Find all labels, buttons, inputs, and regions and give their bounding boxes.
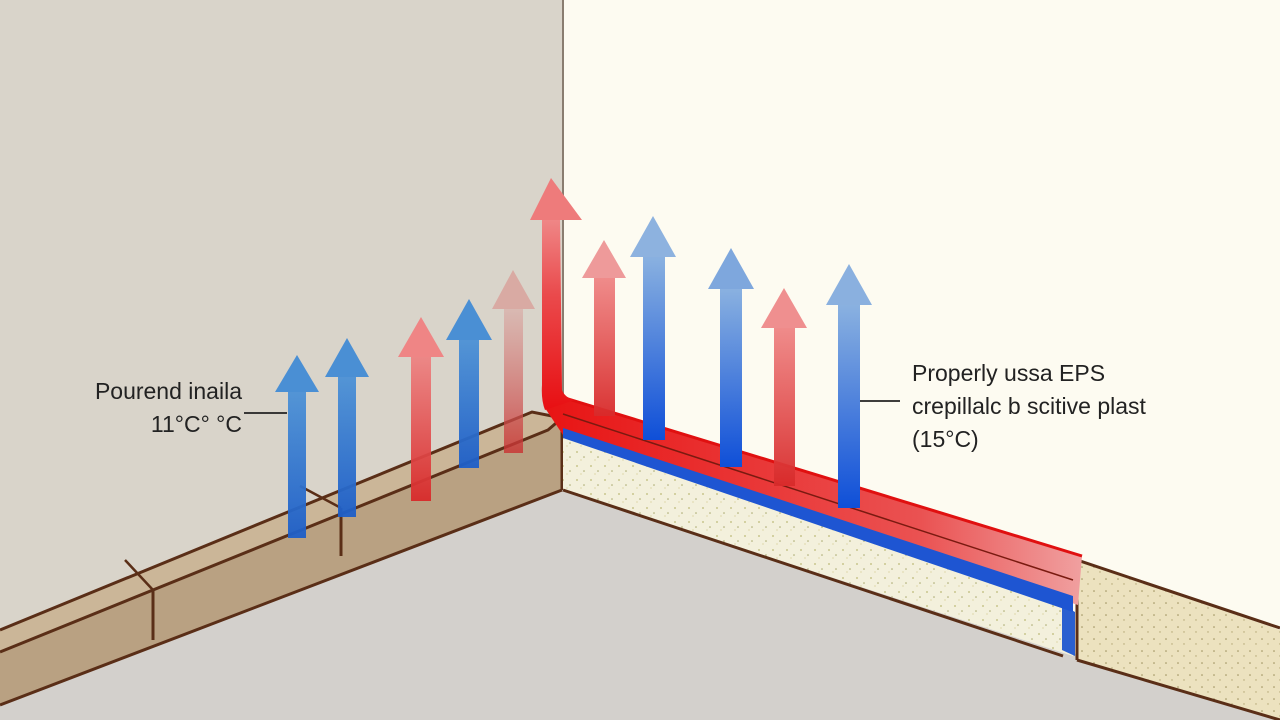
warm-arrow-icon bbox=[530, 178, 582, 410]
warm-arrow-icon bbox=[761, 288, 807, 486]
right-insulation-label: Properly ussa EPS crepillalc b scitive p… bbox=[912, 357, 1146, 456]
warm-arrow-icon bbox=[582, 240, 626, 416]
eps-insulation-board bbox=[562, 435, 1075, 658]
left-temperature-label: Pourend inaila 11°C° °C bbox=[78, 375, 242, 441]
floor bbox=[0, 488, 1280, 720]
cold-arrow-icon bbox=[826, 264, 872, 508]
cold-arrow-icon bbox=[630, 216, 676, 440]
left-label-line1: Pourend inaila bbox=[94, 378, 242, 404]
cold-arrow-icon bbox=[446, 299, 492, 468]
warm-arrow-icon bbox=[492, 270, 535, 453]
heat-flow-arrows bbox=[275, 178, 872, 538]
warm-arrow-icon bbox=[398, 317, 444, 501]
cold-arrow-icon bbox=[325, 338, 369, 517]
right-label-line1: Properly ussa EPS bbox=[912, 360, 1106, 386]
cold-arrow-icon bbox=[275, 355, 319, 538]
right-label-line3: (15°C) bbox=[912, 426, 979, 452]
cold-arrow-icon bbox=[708, 248, 754, 467]
right-label-line2: crepillalc b scitive plast bbox=[912, 393, 1146, 419]
left-label-line2: 11°C° °C bbox=[150, 411, 242, 437]
vapor-membrane bbox=[545, 396, 1083, 612]
